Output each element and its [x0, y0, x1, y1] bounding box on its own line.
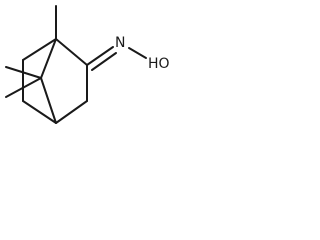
ring-bond-c1-c6	[22, 38, 57, 61]
methyl-bond-c7-b	[5, 77, 42, 98]
ring-bond-c5-c4	[22, 100, 57, 124]
structure-diagram: N HO	[5, 5, 170, 124]
ring-bond-c1-c2	[55, 38, 88, 66]
bridge-bond-c1-c7	[40, 38, 57, 79]
double-bond-c-n-inner	[91, 52, 117, 71]
hydroxyl-label: HO	[148, 56, 170, 72]
bridge-bond-c7-c4	[40, 77, 57, 124]
bond-n-o	[128, 47, 147, 59]
nitrogen-label: N	[115, 35, 125, 51]
methyl-bond-c7-a	[5, 66, 42, 79]
ring-bond-c3-c4	[55, 100, 88, 124]
double-bond-c-n-outer	[86, 46, 114, 66]
